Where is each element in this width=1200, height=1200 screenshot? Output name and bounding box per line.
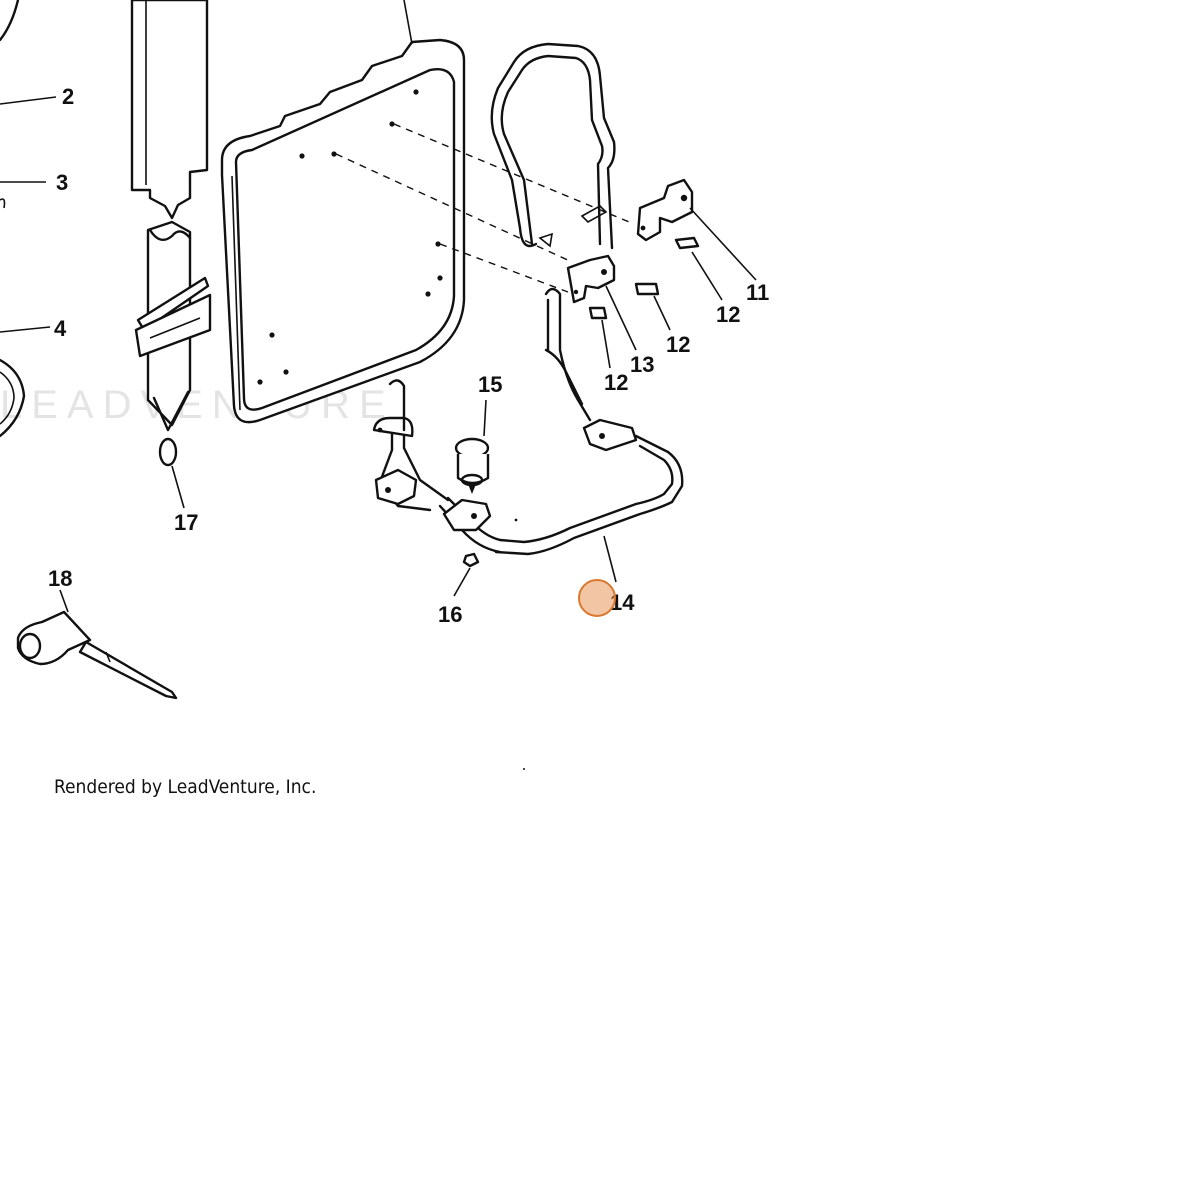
- callout-2: 2: [62, 84, 74, 109]
- nut-16: [462, 552, 480, 568]
- callout-11: 11: [746, 280, 769, 305]
- callout-17: 17: [174, 510, 198, 535]
- vertical-strap: [130, 0, 212, 467]
- callout-12-lower: 12: [604, 370, 628, 395]
- callout-15: 15: [478, 372, 502, 397]
- callout-4: 4: [54, 316, 67, 341]
- tool-18: [16, 610, 178, 700]
- bolts-12: [588, 282, 660, 320]
- callout-18: 18: [48, 566, 72, 591]
- callout-13: 13: [630, 352, 654, 377]
- footrest-bar: [372, 287, 684, 556]
- bracket-11: [636, 178, 700, 250]
- callout-12-upper: 12: [716, 302, 740, 327]
- leader-lines: [0, 96, 757, 613]
- part-14-hotspot[interactable]: [578, 579, 616, 617]
- part-4-edge: [0, 358, 26, 438]
- callout-3: 3: [56, 170, 68, 195]
- callout-12-middle: 12: [666, 332, 690, 357]
- callout-16: 16: [438, 602, 462, 627]
- assembly-lines: [335, 123, 635, 293]
- backrest-panel: [220, 0, 466, 424]
- bracket-13: [566, 254, 616, 304]
- grab-bar: [490, 42, 616, 250]
- grommet-15: [454, 437, 490, 494]
- render-credit: Rendered by LeadVenture, Inc.: [54, 776, 317, 798]
- part-2-edge: [0, 0, 20, 42]
